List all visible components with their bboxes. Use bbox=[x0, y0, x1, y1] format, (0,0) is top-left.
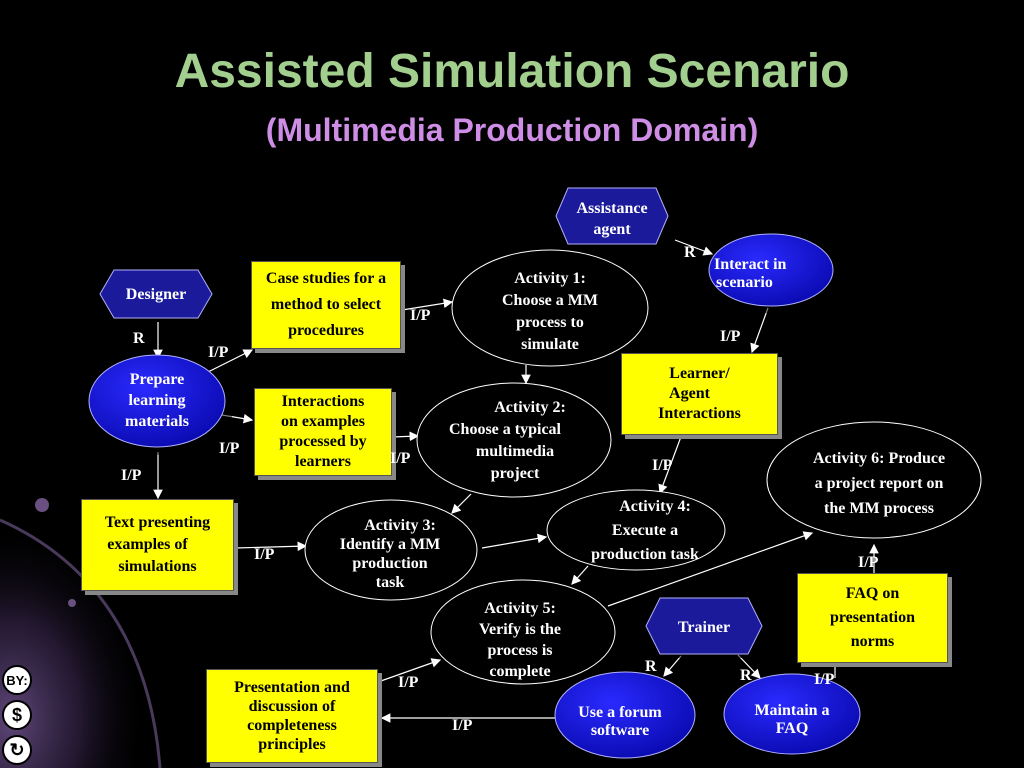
arrow-prepare-case bbox=[207, 349, 254, 373]
edge-label-ip: I/P bbox=[652, 457, 673, 474]
arrow-trainer-forum bbox=[663, 655, 682, 677]
edge-label-ip: I/P bbox=[814, 671, 835, 688]
edge-label-ip: I/P bbox=[398, 674, 419, 691]
activity3-node bbox=[304, 499, 478, 601]
connectors bbox=[153, 239, 879, 723]
edge-label-ip: I/P bbox=[858, 554, 879, 571]
interact-node bbox=[708, 233, 834, 307]
page-title: Assisted Simulation Scenario bbox=[174, 45, 850, 98]
forum-node bbox=[554, 671, 696, 759]
activity1-node bbox=[451, 249, 649, 367]
arrow-interactions-act2 bbox=[391, 431, 420, 442]
arrow-trainer-faq bbox=[737, 654, 761, 679]
edge-label-ip: I/P bbox=[452, 717, 473, 734]
edge-label-r: R bbox=[740, 667, 752, 684]
edge-label-ip: I/P bbox=[254, 546, 275, 563]
cc-by-icon: BY: bbox=[2, 665, 32, 695]
edge-label-ip: I/P bbox=[390, 450, 411, 467]
edge-label-r: R bbox=[684, 244, 696, 261]
edge-label-ip: I/P bbox=[208, 344, 229, 361]
activity6-node bbox=[766, 421, 982, 539]
page-subtitle: (Multimedia Production Domain) bbox=[265, 112, 759, 148]
prepare-node bbox=[88, 354, 226, 448]
edge-label-r: R bbox=[133, 330, 145, 347]
activity4-node bbox=[546, 489, 726, 571]
arrow-learner-act4 bbox=[658, 433, 683, 495]
arrow-act3-act4 bbox=[481, 533, 548, 549]
arrow-case-act1 bbox=[401, 298, 454, 311]
edge-label-ip: I/P bbox=[410, 307, 431, 324]
edge-label-r: R bbox=[645, 658, 657, 675]
arrow-interact-learner bbox=[750, 307, 769, 354]
arrow-text-act3 bbox=[235, 541, 308, 552]
arrow-act5-act6 bbox=[607, 531, 814, 607]
edge-label-ip: I/P bbox=[121, 467, 142, 484]
arrow-agent-interact bbox=[674, 239, 714, 256]
arrow-act2-act3 bbox=[451, 493, 472, 514]
cc-sa-icon: ↻ bbox=[2, 735, 32, 765]
edge-label-ip: I/P bbox=[219, 440, 240, 457]
designer-node bbox=[99, 269, 213, 319]
trainer-node bbox=[645, 597, 763, 655]
designer-label: Designer bbox=[125, 286, 187, 303]
arrow-act4-act5 bbox=[571, 565, 589, 585]
trainer-label: Trainer bbox=[677, 619, 731, 636]
assistance-agent-node bbox=[555, 187, 669, 245]
edge-label-ip: I/P bbox=[720, 328, 741, 345]
cc-nc-icon: $ bbox=[2, 700, 32, 730]
arrow-presentation-act5 bbox=[377, 658, 442, 683]
activity5-node bbox=[430, 579, 616, 685]
faq-maint-node bbox=[723, 673, 861, 755]
activity2-node bbox=[416, 382, 612, 498]
